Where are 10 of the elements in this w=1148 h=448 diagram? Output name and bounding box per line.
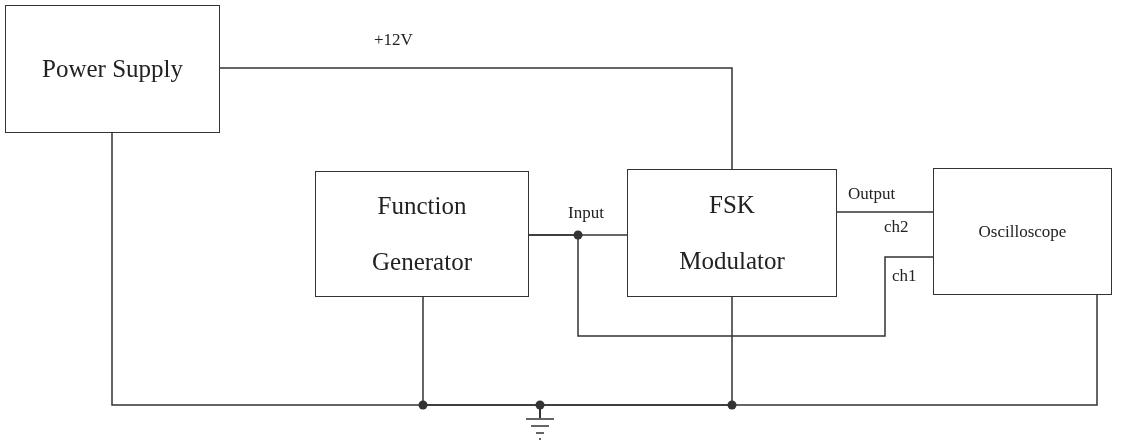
oscilloscope-box: Oscilloscope [933, 168, 1112, 295]
modulator-box: FSK Modulator [627, 169, 837, 297]
ground-symbol [524, 418, 556, 440]
power-supply-box: Power Supply [5, 5, 220, 133]
channel-label: ch2 [883, 217, 910, 237]
channel-label: ch1 [891, 266, 918, 286]
function-generator-box: Function Generator [315, 171, 529, 297]
wire [836, 211, 934, 213]
wire [528, 234, 934, 337]
wire [219, 67, 733, 170]
